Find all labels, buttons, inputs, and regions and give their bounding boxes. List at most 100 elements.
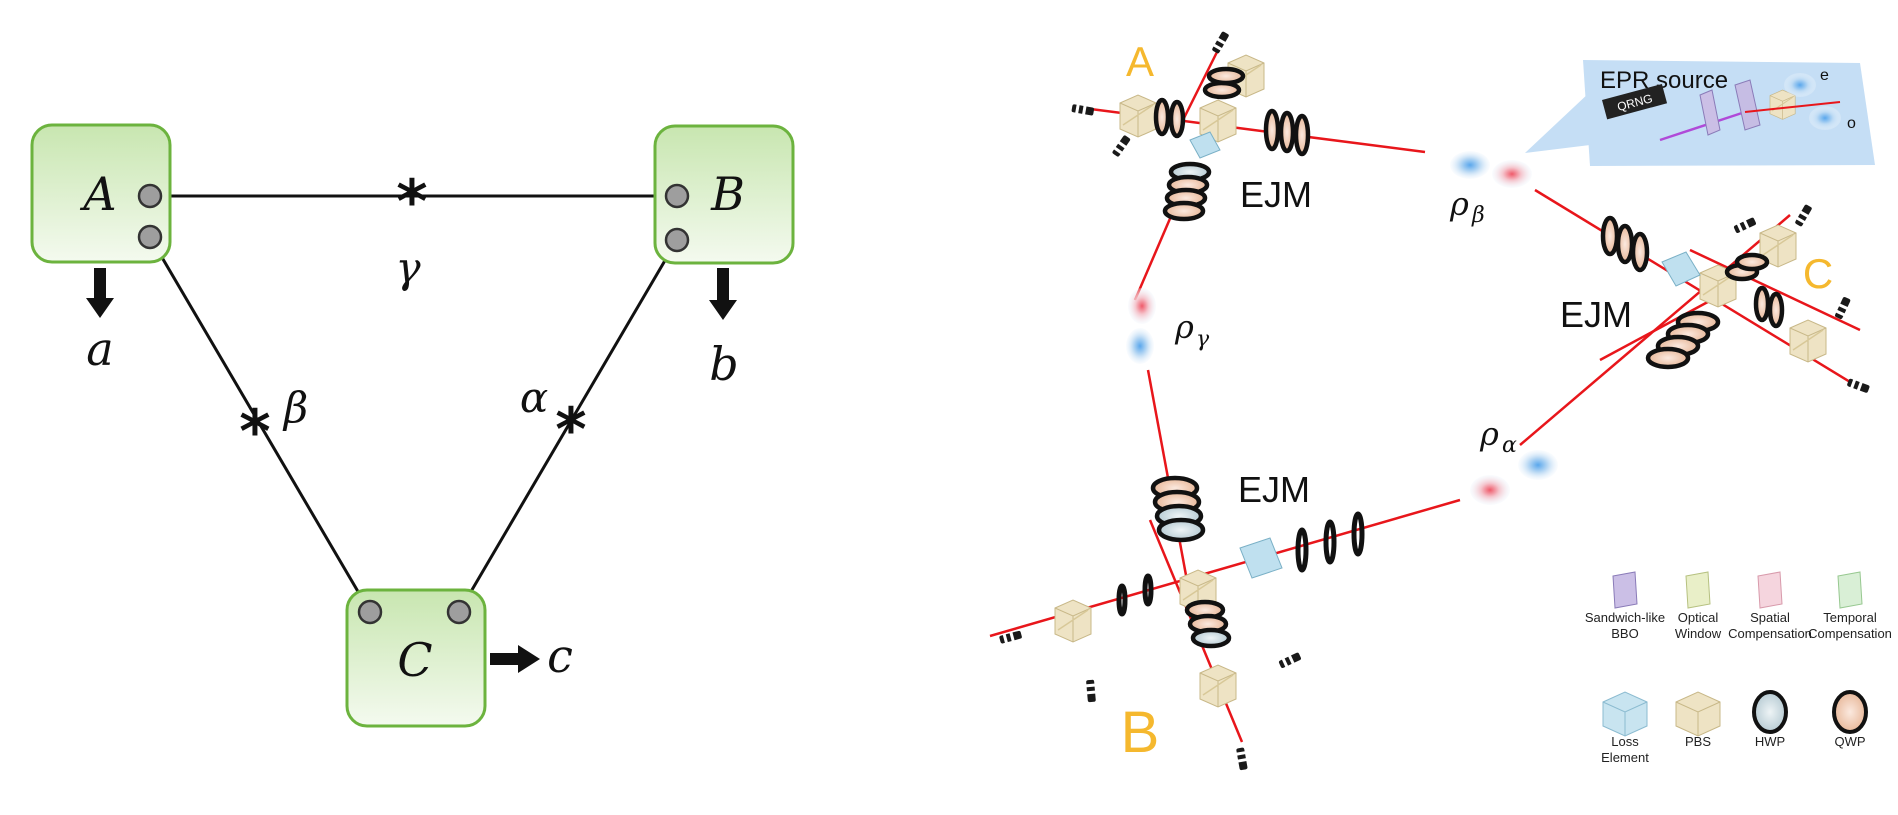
loss-element-icon — [1602, 691, 1648, 737]
down-arrow-icon — [86, 268, 114, 318]
epr-source-inset: EPR source QRNG e o — [1525, 60, 1875, 166]
link-a-c — [148, 236, 372, 613]
state-subscript-gamma: γ — [1196, 327, 1210, 352]
port-icon — [137, 224, 163, 250]
pbs-icon — [1789, 319, 1827, 363]
node-box-a — [30, 123, 172, 264]
ejm-label-c: EJM — [1560, 294, 1632, 335]
experimental-setup: A EJM — [989, 30, 1892, 771]
right-arrow-icon — [490, 645, 540, 673]
pbs-icon — [1199, 664, 1237, 708]
state-label-rho: ρ — [1479, 415, 1499, 453]
state-label-rho: ρ — [1174, 308, 1194, 346]
node-label-b: B — [710, 167, 745, 221]
down-arrow-icon — [709, 268, 737, 320]
node-box-b — [653, 124, 795, 265]
source-label-alpha: α — [520, 373, 548, 422]
port-icon — [664, 227, 690, 253]
state-subscript-beta: β — [1471, 203, 1485, 228]
legend-label: PBS — [1685, 734, 1711, 749]
inset-callout — [1525, 92, 1590, 153]
fiber-coupler-icon — [1071, 103, 1095, 117]
node-label-a: A — [79, 167, 116, 221]
station-label-b: B — [1121, 700, 1160, 765]
station-label-a: A — [1126, 38, 1154, 85]
output-label-a: a — [86, 322, 113, 376]
triangle-network-diagram: A B C a b c * γ * β * α — [30, 123, 795, 728]
waveplate-stack — [1116, 511, 1365, 617]
waveplate-stack — [1162, 161, 1212, 222]
fiber-coupler-icon — [1846, 377, 1871, 395]
loss-element-icon — [1661, 251, 1701, 287]
fiber-coupler-icon — [1277, 651, 1303, 670]
hwp-icon — [1752, 690, 1788, 734]
qrng-box: QRNG — [1602, 83, 1668, 120]
waveplate-stack — [1645, 310, 1721, 370]
inset-label-o: o — [1847, 115, 1856, 132]
fiber-coupler-icon — [1732, 216, 1758, 235]
output-label-c: c — [547, 629, 573, 683]
port-icon — [357, 599, 383, 625]
station-label-c: C — [1803, 250, 1833, 297]
source-star-icon: * — [239, 397, 270, 467]
state-subscript-alpha: α — [1502, 433, 1517, 458]
bbo-crystal-icon — [1734, 79, 1761, 131]
source-star-icon: * — [396, 167, 427, 237]
legend-item: QWP — [1832, 690, 1868, 749]
station-b: B — [998, 469, 1365, 771]
station-c: C EJM — [1560, 203, 1871, 395]
pbs-icon — [1119, 94, 1157, 138]
node-box-c — [345, 588, 487, 728]
fiber-coupler-icon — [1210, 30, 1231, 55]
legend-item: PBS — [1675, 691, 1721, 749]
node-label-c: C — [397, 633, 432, 687]
ejm-label-a: EJM — [1240, 174, 1312, 215]
inset-label-e: e — [1820, 67, 1829, 84]
state-label-rho: ρ — [1449, 185, 1469, 223]
loss-element-icon — [1189, 131, 1221, 159]
source-label-beta: β — [282, 383, 308, 432]
fiber-coupler-icon — [1235, 747, 1249, 771]
fiber-coupler-icon — [1110, 134, 1132, 158]
port-icon — [446, 599, 472, 625]
output-label-b: b — [709, 337, 738, 391]
source-star-icon: * — [555, 395, 586, 465]
waveplate-stack — [1600, 215, 1785, 329]
ejm-label-b: EJM — [1238, 469, 1310, 510]
fiber-coupler-icon — [1085, 679, 1097, 703]
pbs-icon — [1054, 599, 1092, 643]
pump-beam — [1659, 110, 1746, 142]
port-icon — [664, 183, 690, 209]
pbs-icon — [1675, 691, 1721, 737]
port-icon — [137, 183, 163, 209]
fiber-coupler-icon — [1833, 295, 1852, 321]
waveplate-stack — [1150, 475, 1232, 649]
epr-source-title: EPR source — [1600, 67, 1728, 94]
station-a: A EJM — [1071, 30, 1312, 222]
state-rho-gamma: ρ γ — [1126, 288, 1210, 364]
waveplate-stack — [1153, 66, 1311, 157]
fiber-coupler-icon — [1793, 203, 1814, 228]
optical-window-icon — [1685, 571, 1711, 609]
qwp-icon — [1832, 690, 1868, 734]
legend-label: QWP — [1834, 734, 1865, 749]
state-rho-alpha: ρ α — [1470, 415, 1558, 505]
bbo-crystal-icon — [1699, 89, 1721, 136]
temporal-compensation-icon — [1837, 571, 1863, 609]
link-b-c — [457, 239, 679, 613]
spatial-compensation-icon — [1757, 571, 1783, 609]
legend-item: HWP — [1752, 690, 1788, 749]
legend-label: HWP — [1755, 734, 1785, 749]
sandwich-bbo-icon — [1612, 571, 1638, 609]
